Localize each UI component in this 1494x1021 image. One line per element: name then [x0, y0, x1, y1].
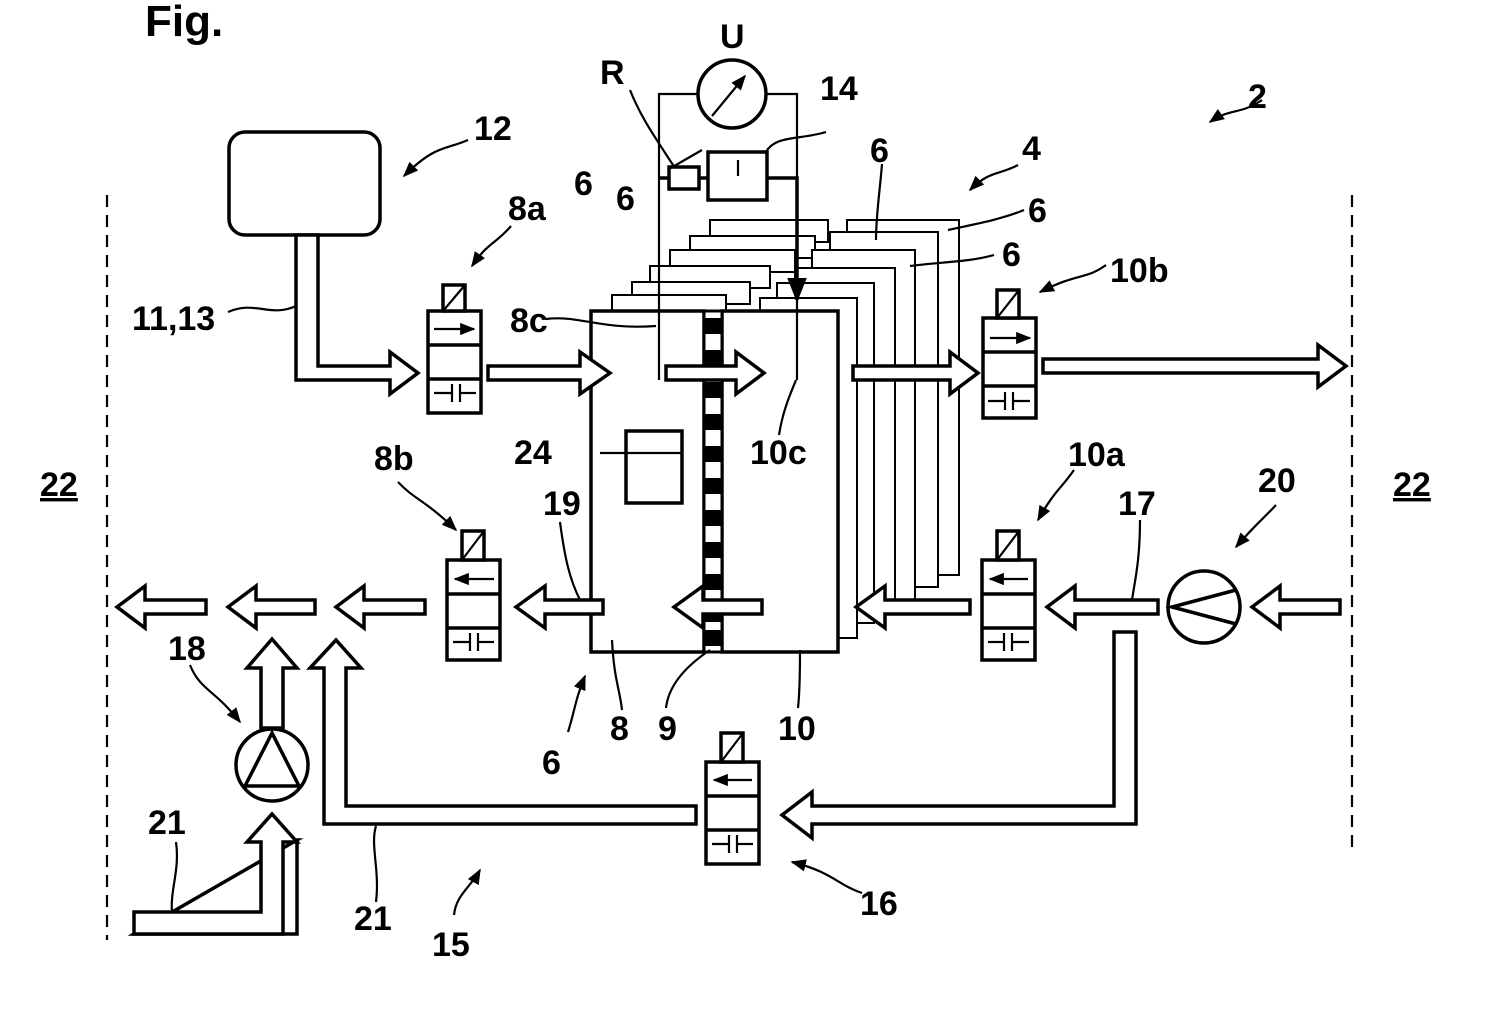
- label-24: 24: [514, 434, 552, 472]
- arrow-mix-left-2: [228, 586, 315, 628]
- bypass-return-arrow: [310, 640, 696, 824]
- label-10c: 10c: [750, 434, 807, 472]
- label-8a: 8a: [508, 190, 547, 228]
- label-8: 8: [610, 710, 629, 748]
- label-22-left: 22: [40, 466, 78, 504]
- label-12: 12: [474, 110, 512, 148]
- bypass-line-arrow: [782, 632, 1136, 838]
- pump: [236, 729, 308, 801]
- arrow-to-environment-left: [117, 586, 206, 628]
- label-6-a: 6: [870, 132, 889, 170]
- label-20: 20: [1258, 462, 1296, 500]
- label-2: 2: [1248, 78, 1267, 116]
- label-21-a: 21: [148, 804, 186, 842]
- label-6-e: 6: [616, 180, 635, 218]
- cathode-inlet-valve: [982, 531, 1035, 660]
- label-17: 17: [1118, 485, 1156, 523]
- label-21-b: 21: [354, 900, 392, 938]
- arrow-valve8b-out: [336, 586, 425, 628]
- arrow-valve8a-to-anode: [488, 352, 610, 394]
- resistor: [669, 167, 699, 189]
- figure-title: Fig.: [145, 0, 223, 46]
- cathode-outlet-valve: [983, 290, 1036, 418]
- label-16: 16: [860, 885, 898, 923]
- label-U: U: [720, 18, 745, 56]
- label-6-b: 6: [1028, 192, 1047, 230]
- label-14: 14: [820, 70, 858, 108]
- arrow-ambient-to-compressor: [1252, 586, 1340, 628]
- label-19: 19: [543, 485, 581, 523]
- bypass-valve: [706, 733, 759, 864]
- label-11-13: 11,13: [132, 300, 215, 338]
- label-6-d: 6: [574, 165, 593, 203]
- label-4: 4: [1022, 130, 1041, 168]
- hydrogen-tank: [229, 132, 380, 235]
- control-unit-box: [626, 431, 682, 503]
- label-10: 10: [778, 710, 816, 748]
- label-22-right: 22: [1393, 466, 1431, 504]
- supply-line-arrow: [296, 235, 418, 394]
- label-8c: 8c: [510, 302, 548, 340]
- air-line-arrow: [1047, 586, 1158, 628]
- anode-inlet-valve: [428, 285, 481, 413]
- label-10b: 10b: [1110, 252, 1169, 290]
- label-18: 18: [168, 630, 206, 668]
- label-6-front: 6: [542, 744, 561, 782]
- label-15: 15: [432, 926, 470, 964]
- arrow-exhaust-to-environment: [1043, 345, 1346, 387]
- label-6-c: 6: [1002, 236, 1021, 274]
- label-10a: 10a: [1068, 436, 1126, 474]
- compressor: [1168, 571, 1240, 643]
- anode-outlet-valve: [447, 531, 500, 660]
- label-8b: 8b: [374, 440, 414, 478]
- arrow-pump-up: [247, 639, 297, 728]
- label-9: 9: [658, 710, 677, 748]
- voltmeter: [698, 60, 766, 128]
- label-R: R: [600, 54, 625, 92]
